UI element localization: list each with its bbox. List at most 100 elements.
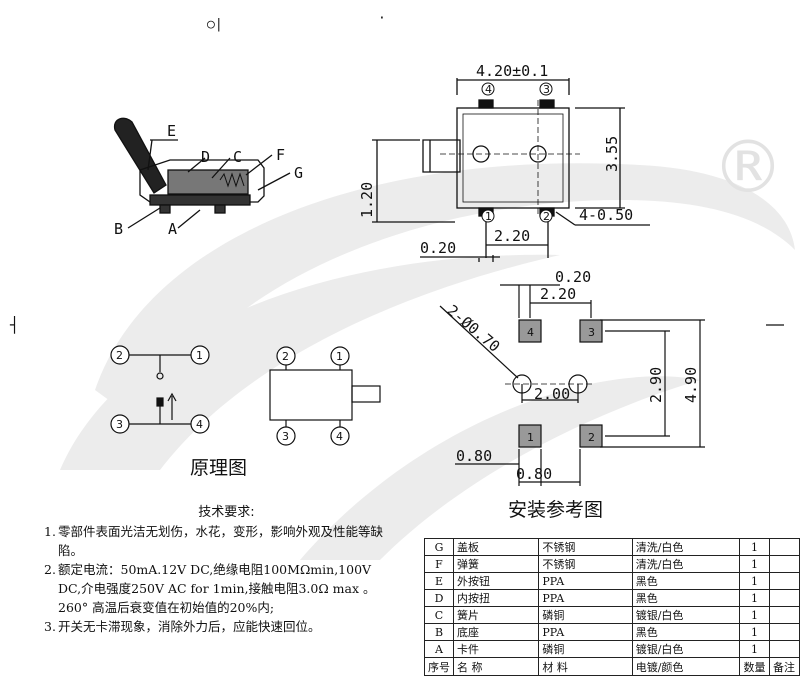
- callout-G: G: [294, 164, 303, 182]
- principle-title: 原理图: [190, 457, 247, 479]
- bom-cell: [769, 589, 800, 607]
- sch-pin-4: 4: [196, 418, 203, 431]
- bom-cell: 不锈钢: [538, 555, 633, 573]
- callout-A: A: [168, 220, 177, 238]
- bom-cell: C: [424, 606, 454, 624]
- bom-cell: 磷铜: [538, 640, 633, 658]
- bom-header-cell: 序号: [424, 657, 454, 676]
- mount-dim-small: 0.20: [555, 268, 591, 286]
- bom-cell: 黑色: [631, 572, 741, 590]
- watermark-swoosh: [60, 163, 795, 560]
- pin-label-1: 1: [485, 210, 492, 223]
- bom-cell: PPA: [538, 623, 633, 641]
- bom-header-cell: 名 称: [452, 657, 540, 676]
- outline-pin-4: 4: [336, 430, 343, 443]
- pad-label-1: 1: [527, 431, 534, 444]
- outer-button-E: [113, 117, 167, 194]
- body-outline: [456, 107, 570, 209]
- bom-cell: 外按钮: [452, 572, 540, 590]
- requirement-item: 3. 开关无卡滞现象，消除外力后，应能快速回位。: [44, 619, 321, 634]
- callout-D: D: [201, 148, 210, 166]
- bom-cell: 1: [739, 606, 770, 624]
- bom-cell: 簧片: [452, 606, 540, 624]
- terminal-A: [159, 204, 171, 214]
- bom-cell: 不锈钢: [538, 538, 633, 556]
- stray-mark: ○|: [207, 17, 223, 32]
- bom-cell: [769, 623, 800, 641]
- base-B: [149, 194, 251, 206]
- bom-cell: G: [424, 538, 454, 556]
- sch-pin-3: 3: [116, 418, 123, 431]
- inner-plate: [167, 169, 249, 195]
- footprint: [439, 284, 705, 486]
- bom-cell: 镀银/白色: [631, 606, 741, 624]
- bom-cell: [769, 572, 800, 590]
- mount-dim-pad1: 0.80: [456, 447, 492, 465]
- bom-cell: 清洗/白色: [631, 555, 741, 573]
- bom-cell: [769, 555, 800, 573]
- outline-pin-3: 3: [282, 430, 289, 443]
- pad-label-3: 3: [588, 326, 595, 339]
- bom-cell: [769, 640, 800, 658]
- bom-cell: 底座: [452, 623, 540, 641]
- housing: [139, 159, 265, 203]
- callout-E: E: [167, 122, 176, 140]
- pad-label-2: 2: [588, 431, 595, 444]
- side-marker: ┤: [9, 315, 19, 334]
- callout-C: C: [233, 148, 242, 166]
- callout-F: F: [276, 146, 285, 164]
- registered-mark: ®: [712, 125, 784, 209]
- dim-height: 3.55: [603, 136, 621, 172]
- bom-cell: [769, 538, 800, 556]
- requirement-item: 2. 额定电流：50mA.12V DC,绝缘电阻100MΩmin,100V DC…: [44, 562, 376, 615]
- pin-label-3: 3: [543, 83, 550, 96]
- requirement-item: 1. 零部件表面光洁无划伤，水花，变形，影响外观及性能等缺陷。: [44, 524, 384, 558]
- bom-cell: D: [424, 589, 454, 607]
- bom-header-cell: 电镀/颜色: [631, 657, 741, 676]
- bom-header-cell: 材 料: [538, 657, 633, 676]
- schematic: [110, 345, 210, 434]
- bom-cell: 1: [739, 572, 770, 590]
- bom-cell: 清洗/白色: [631, 538, 741, 556]
- bom-header-cell: 备注: [769, 657, 800, 676]
- mount-title: 安装参考图: [508, 499, 603, 521]
- bom-cell: 黑色: [631, 623, 741, 641]
- pin-label-4: 4: [485, 83, 492, 96]
- bom-cell: 1: [739, 555, 770, 573]
- bom-cell: 1: [739, 623, 770, 641]
- mount-dim-hole: 2-Ø0.70: [443, 301, 503, 355]
- pin-outline: [269, 346, 381, 446]
- sch-pin-2: 2: [116, 349, 123, 362]
- technical-requirements: 技术要求: 1. 零部件表面光洁无划伤，水花，变形，影响外观及性能等缺陷。 2.…: [44, 503, 389, 636]
- mount-dim-pad2: 0.80: [516, 465, 552, 483]
- callout-B: B: [114, 220, 123, 238]
- side-view: [113, 117, 291, 229]
- top-view: [372, 78, 650, 262]
- bom-cell: 弹簧: [452, 555, 540, 573]
- requirements-title: 技术要求:: [198, 505, 255, 520]
- dim-pitch-bottom: 2.20: [494, 227, 530, 245]
- dim-width: 4.20±0.1: [476, 62, 548, 80]
- outline-pin-2: 2: [282, 350, 289, 363]
- mount-dim-v2: 4.90: [682, 367, 700, 403]
- bom-cell: E: [424, 572, 454, 590]
- outline-pin-1: 1: [336, 350, 343, 363]
- dim-left-height: 1.20: [358, 182, 376, 218]
- bom-cell: 1: [739, 589, 770, 607]
- dim-bottom-small: 0.20: [420, 239, 456, 257]
- bom-header-row: 序号名 称材 料电镀/颜色数量备注: [424, 657, 800, 676]
- bom-cell: 1: [739, 538, 770, 556]
- pad-label-4: 4: [527, 326, 534, 339]
- bom-cell: 内按扭: [452, 589, 540, 607]
- bom-cell: A: [424, 640, 454, 658]
- bom-cell: 磷铜: [538, 606, 633, 624]
- pin-label-2: 2: [543, 210, 550, 223]
- bom-cell: B: [424, 623, 454, 641]
